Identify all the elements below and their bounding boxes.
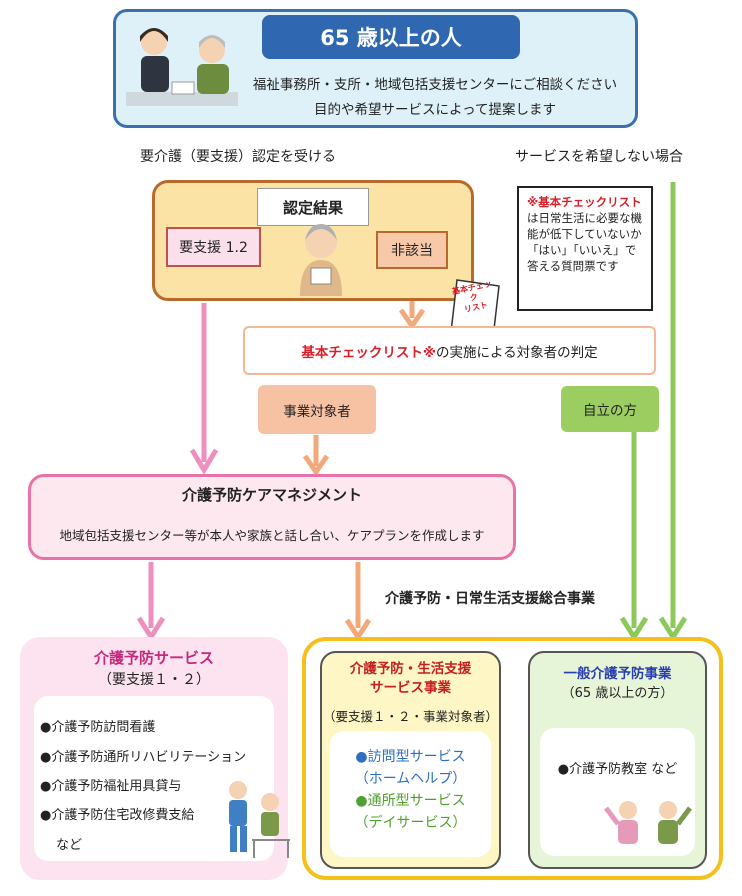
general-prevention-title: 一般介護予防事業: [563, 666, 672, 682]
visit-service: ●訪問型サービス （ホームヘルプ）: [354, 749, 467, 787]
prevention-class-item: ●介護予防教室 など: [557, 762, 678, 777]
life-support-list: [330, 731, 491, 857]
top-title: 65 歳以上の人: [262, 15, 520, 59]
certification-title: 認定結果: [257, 188, 369, 226]
judgement-box: 基本チェックリスト※の実施による対象者の判定: [243, 326, 656, 375]
list-item: ●介護予防訪問看護: [40, 720, 156, 735]
life-support-title: 介護予防・生活支援 サービス事業: [349, 661, 472, 696]
rehab-illustration: [229, 781, 290, 858]
top-line-propose: 目的や希望サービスによって提案します: [314, 102, 556, 118]
support-level-box: 要支援 1.2: [166, 227, 261, 267]
prevention-service-subtitle: （要支援１・２）: [98, 672, 210, 688]
day-service: ●通所型サービス （デイサービス）: [354, 793, 467, 831]
elderly-person-illustration: [300, 224, 342, 296]
list-item: ●介護予防福祉用具貸与: [40, 779, 182, 794]
note-title: ※基本チェックリスト: [527, 195, 642, 209]
consultation-illustration: [126, 28, 238, 106]
general-prevention-subtitle: （65 歳以上の方）: [561, 686, 674, 701]
independent-box: 自立の方: [561, 386, 659, 432]
checklist-note: ※基本チェックリストは日常生活に必要な機能が低下していないか「はい」「いいえ」で…: [517, 186, 653, 311]
exercise-illustration: [604, 801, 692, 844]
top-line-consult: 福祉事務所・支所・地域包括支援センターにご相談ください: [252, 77, 618, 93]
general-program-label: 介護予防・日常生活支援総合事業: [385, 591, 595, 607]
judgement-red-text: 基本チェックリスト※: [301, 344, 436, 361]
label-no-service: サービスを希望しない場合: [515, 149, 683, 165]
list-etc: など: [56, 838, 83, 853]
prevention-service-title: 介護予防サービス: [93, 649, 214, 667]
not-applicable-box: 非該当: [376, 231, 448, 269]
list-item: ●介護予防住宅改修費支給: [40, 808, 195, 823]
label-certification: 要介護（要支援）認定を受ける: [140, 149, 336, 165]
list-item: ●介護予防通所リハビリテーション: [40, 750, 247, 765]
target-person-box: 事業対象者: [258, 385, 376, 434]
note-body: は日常生活に必要な機能が低下していないか「はい」「いいえ」で答える質問票です: [527, 211, 642, 273]
life-support-subtitle: （要支援１・２・事業対象者）: [322, 709, 498, 724]
judgement-text: の実施による対象者の判定: [436, 344, 598, 361]
care-management-title: 介護予防ケアマネジメント: [181, 486, 362, 504]
care-management-description: 地域包括支援センター等が本人や家族と話し合い、ケアプランを作成します: [59, 528, 485, 543]
care-management-box: [28, 474, 516, 560]
